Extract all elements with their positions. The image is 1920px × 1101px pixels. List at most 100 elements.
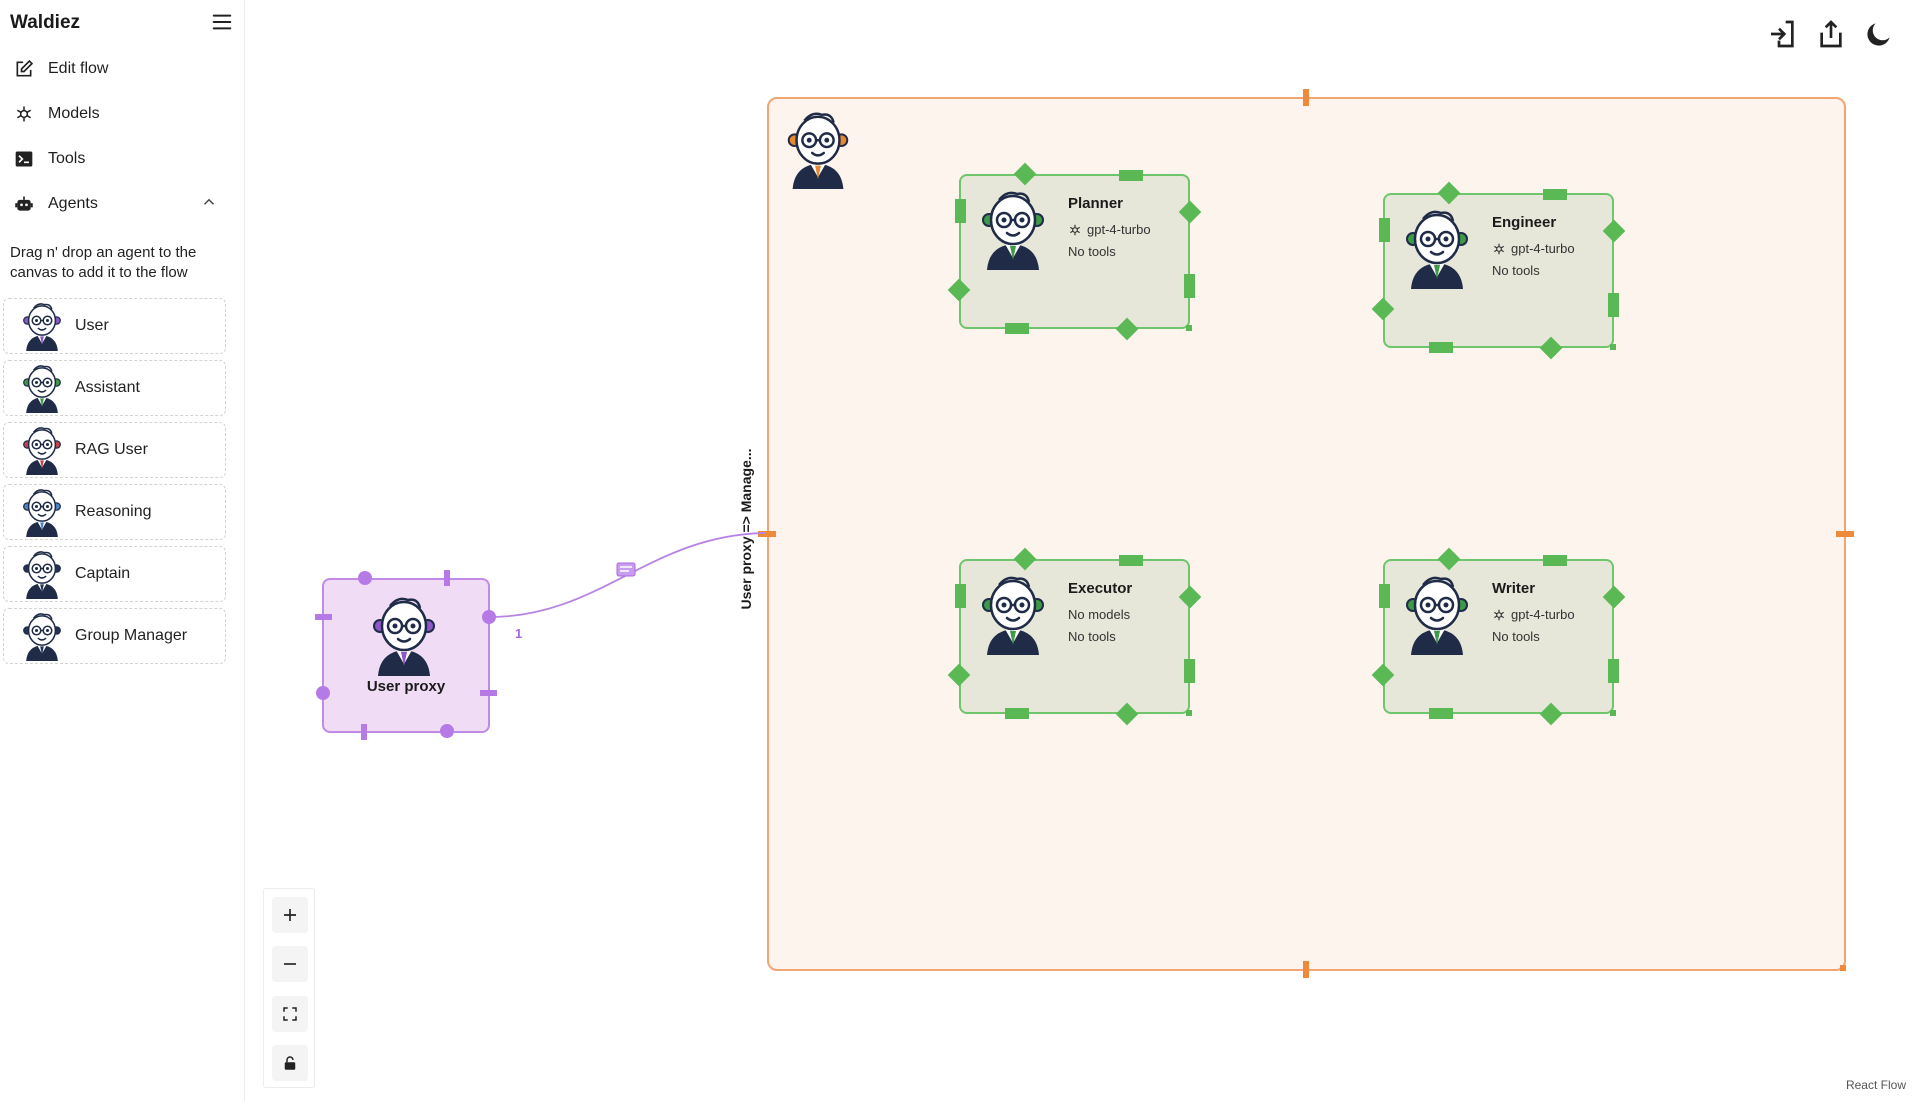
nav-label: Agents: [48, 195, 98, 212]
user-proxy-handle[interactable]: [482, 610, 496, 624]
group-handle-top[interactable]: [1303, 89, 1309, 106]
openai-icon: [1070, 224, 1080, 235]
terminal-icon: [15, 151, 33, 167]
user-proxy-handle[interactable]: [361, 724, 367, 740]
agent-connection-handle[interactable]: [1184, 274, 1195, 298]
agent-node-writer[interactable]: Writer gpt-4-turbo No tools: [1383, 559, 1614, 714]
user-proxy-handle[interactable]: [316, 686, 330, 700]
plus-icon: [284, 909, 296, 921]
captain-agent-icon: [19, 549, 65, 599]
agent-connection-handle[interactable]: [1429, 342, 1453, 353]
agent-connection-handle[interactable]: [1379, 584, 1390, 608]
agent-card-label: User: [75, 317, 109, 334]
zoom-out-button[interactable]: [272, 946, 308, 982]
dark-mode-icon[interactable]: [1863, 18, 1895, 50]
node-name: Writer: [1492, 580, 1536, 597]
group-handle-right[interactable]: [1836, 531, 1854, 537]
agent-connection-handle[interactable]: [1610, 710, 1616, 716]
agent-connection-handle[interactable]: [1186, 325, 1192, 331]
user-proxy-handle[interactable]: [480, 690, 497, 696]
assistant-avatar-icon: [1401, 207, 1473, 289]
node-tools: No tools: [1068, 629, 1116, 644]
message-icon[interactable]: [616, 562, 636, 580]
agent-node-executor[interactable]: Executor No models No tools: [959, 559, 1190, 714]
robot-icon: [15, 196, 33, 211]
hamburger-menu-icon[interactable]: [211, 11, 233, 33]
drag-hint: Drag n' drop an agent to the canvas to a…: [10, 244, 197, 281]
nav-agents[interactable]: Agents: [14, 191, 98, 217]
app-title: Waldiez: [10, 12, 81, 33]
nav-tools[interactable]: Tools: [14, 146, 85, 172]
chevron-up-icon[interactable]: [200, 193, 218, 211]
agent-connection-handle[interactable]: [1608, 293, 1619, 317]
user-proxy-node[interactable]: User proxy: [322, 578, 490, 733]
agent-connection-handle[interactable]: [1543, 555, 1567, 566]
agent-connection-handle[interactable]: [1186, 710, 1192, 716]
lock-icon: [284, 1056, 296, 1070]
assistant-avatar-icon: [1401, 573, 1473, 655]
agent-connection-handle[interactable]: [955, 199, 966, 223]
node-model: gpt-4-turbo: [1068, 222, 1151, 237]
nav-models[interactable]: Models: [14, 101, 100, 127]
zoom-in-button[interactable]: [272, 897, 308, 933]
node-model: No models: [1068, 607, 1130, 622]
group-handle-left[interactable]: [758, 531, 776, 537]
user-agent-icon: [19, 301, 65, 351]
agent-card-captain[interactable]: Captain: [3, 546, 226, 602]
agent-connection-handle[interactable]: [1005, 708, 1029, 719]
node-name: User proxy: [366, 678, 446, 695]
edge-order-badge: 1: [515, 626, 523, 641]
group-resize-handle[interactable]: [1840, 965, 1846, 971]
lock-button[interactable]: [272, 1045, 308, 1081]
fit-view-button[interactable]: [272, 996, 308, 1032]
node-name: Executor: [1068, 580, 1133, 597]
user-proxy-handle[interactable]: [358, 571, 372, 585]
node-name: Engineer: [1492, 214, 1557, 231]
agent-card-label: Group Manager: [75, 627, 188, 644]
sidebar: Waldiez Edit flow Models Tools Agents: [0, 0, 245, 1101]
import-icon[interactable]: [1767, 18, 1799, 50]
agent-connection-handle[interactable]: [955, 584, 966, 608]
agent-connection-handle[interactable]: [1184, 659, 1195, 683]
user-proxy-handle[interactable]: [444, 570, 450, 586]
node-tools: No tools: [1492, 629, 1540, 644]
zoom-controls: [263, 888, 315, 1088]
group-manager-avatar-icon: [782, 109, 854, 189]
nav-edit-flow[interactable]: Edit flow: [14, 56, 108, 82]
user-proxy-handle[interactable]: [315, 614, 332, 620]
agent-connection-handle[interactable]: [1608, 659, 1619, 683]
agent-connection-handle[interactable]: [1119, 170, 1143, 181]
agent-connection-handle[interactable]: [1429, 708, 1453, 719]
agent-card-assistant[interactable]: Assistant: [3, 360, 226, 416]
node-model-label: No models: [1068, 607, 1131, 622]
nav-label: Tools: [48, 150, 86, 167]
agent-connection-handle[interactable]: [1543, 189, 1567, 200]
agent-node-planner[interactable]: Planner gpt-4-turbo No tools: [959, 174, 1190, 329]
group-handle-bottom[interactable]: [1303, 961, 1309, 978]
edge-label[interactable]: User proxy => Manage...: [738, 448, 754, 610]
openai-icon: [1494, 609, 1504, 620]
assistant-avatar-icon: [977, 188, 1049, 270]
agent-card-label: RAG User: [75, 441, 148, 458]
fit-view-icon: [283, 1007, 297, 1021]
node-model-label: gpt-4-turbo: [1087, 222, 1151, 237]
agent-card-group-manager[interactable]: Group Manager: [3, 608, 226, 664]
node-model-label: gpt-4-turbo: [1511, 607, 1575, 622]
agent-card-reasoning[interactable]: Reasoning: [3, 484, 226, 540]
agent-connection-handle[interactable]: [1379, 218, 1390, 242]
rag-user-agent-icon: [19, 425, 65, 475]
agent-card-user[interactable]: User: [3, 298, 226, 354]
group-manager-node[interactable]: [767, 97, 1846, 971]
agent-connection-handle[interactable]: [1610, 344, 1616, 350]
export-icon[interactable]: [1815, 18, 1847, 50]
openai-icon: [1494, 243, 1504, 254]
react-flow-attribution[interactable]: React Flow: [1845, 1078, 1906, 1092]
agent-node-engineer[interactable]: Engineer gpt-4-turbo No tools: [1383, 193, 1614, 348]
agent-card-rag-user[interactable]: RAG User: [3, 422, 226, 478]
agent-card-label: Reasoning: [75, 503, 152, 520]
user-proxy-handle[interactable]: [440, 724, 454, 738]
group-manager-agent-icon: [19, 611, 65, 661]
agent-connection-handle[interactable]: [1119, 555, 1143, 566]
node-tools: No tools: [1068, 244, 1116, 259]
agent-connection-handle[interactable]: [1005, 323, 1029, 334]
